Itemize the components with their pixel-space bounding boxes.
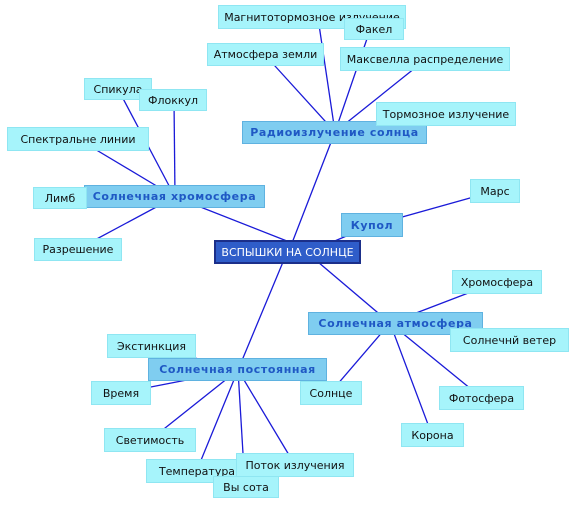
leaf-photosphere[interactable]: Фотосфера [439, 386, 524, 410]
leaf-limb[interactable]: Лимб [33, 187, 87, 209]
root-node[interactable]: ВСПЫШКИ НА СОЛНЦЕ [214, 240, 361, 264]
branch-dome[interactable]: Купол [341, 213, 403, 237]
leaf-chromosphere[interactable]: Хромосфера [452, 270, 542, 294]
link-radio-earth [264, 54, 336, 133]
leaf-extinction[interactable]: Экстинкция [107, 334, 196, 358]
link-atmo-photosphere [389, 322, 483, 399]
link-chromo-flokkul [173, 99, 176, 198]
link-const-temperature [196, 369, 239, 471]
leaf-time[interactable]: Время [91, 381, 151, 405]
leaf-luminosity[interactable]: Светимость [104, 428, 196, 452]
leaf-height[interactable]: Вы сота [213, 476, 279, 498]
leaf-spicule[interactable]: Спикула [84, 78, 152, 100]
leaf-radiation-flux[interactable]: Поток излучения [236, 453, 354, 477]
link-root-const [237, 261, 284, 371]
leaf-flocculus[interactable]: Флоккул [139, 89, 207, 111]
link-const-flux [237, 369, 296, 466]
leaf-spectral-lines[interactable]: Спектральне линии [7, 127, 149, 151]
leaf-maxwell-distribution[interactable]: Максвелла распределение [340, 47, 510, 71]
leaf-mars[interactable]: Марс [470, 179, 520, 203]
link-radio-maxwell [334, 59, 426, 133]
leaf-solar-wind[interactable]: Солнечнй ветер [450, 328, 569, 352]
link-radio-magneto [317, 17, 336, 133]
link-radio-fakel [334, 29, 371, 133]
leaf-earth-atmosphere[interactable]: Атмосфера земли [207, 43, 324, 66]
link-atmo-corona [389, 322, 433, 436]
branch-solar-constant[interactable]: Солнечная постоянная [148, 358, 327, 381]
leaf-fakel[interactable]: Факел [344, 18, 404, 40]
branch-chromosphere[interactable]: Солнечная хромосфера [84, 185, 265, 208]
leaf-resolution[interactable]: Разрешение [34, 238, 122, 261]
leaf-bremsstrahlung[interactable]: Тормозное излучение [376, 102, 516, 126]
branch-atmosphere[interactable]: Солнечная атмосфера [308, 312, 483, 335]
leaf-sun[interactable]: Солнце [300, 381, 362, 405]
link-root-radio [291, 131, 336, 244]
leaf-corona[interactable]: Корона [401, 423, 464, 447]
branch-radio-emission[interactable]: Радиоизлучение солнца [242, 121, 427, 144]
